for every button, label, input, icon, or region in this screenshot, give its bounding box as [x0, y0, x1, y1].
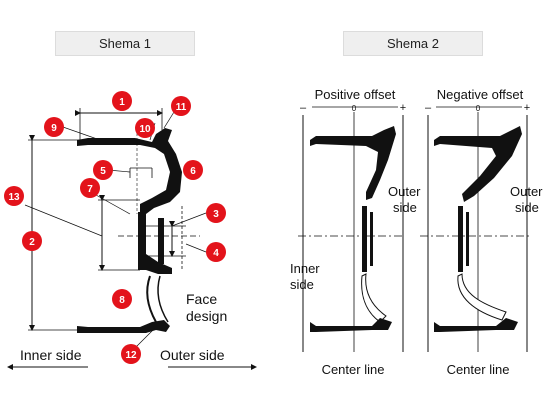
- marker-6: 6: [183, 160, 203, 180]
- svg-text:12: 12: [125, 350, 137, 361]
- svg-text:+: +: [524, 102, 530, 114]
- marker-4: 4: [206, 242, 226, 262]
- svg-text:6: 6: [190, 166, 196, 177]
- svg-text:11: 11: [176, 102, 187, 113]
- outer-side-label-neg-line1: Outer: [510, 184, 543, 199]
- face-design-label-line2: design: [186, 308, 227, 324]
- marker-1: 1: [112, 91, 132, 111]
- outer-side-label-pos-line1: Outer: [388, 184, 421, 199]
- schema-1-wheel-cross-section: [7, 108, 257, 370]
- svg-text:4: 4: [213, 248, 219, 259]
- svg-text:8: 8: [119, 295, 125, 306]
- marker-11: 11: [171, 96, 191, 116]
- negative-offset-label: Negative offset: [437, 87, 524, 102]
- svg-text:–: –: [300, 102, 307, 114]
- outer-side-label: Outer side: [160, 347, 225, 363]
- marker-5: 5: [93, 160, 113, 180]
- marker-9: 9: [44, 117, 64, 137]
- marker-2: 2: [22, 231, 42, 251]
- svg-text:10: 10: [139, 124, 151, 135]
- outer-side-label-neg-line2: side: [515, 200, 539, 215]
- tab-shema-2[interactable]: Shema 2: [343, 31, 483, 56]
- schema-2-positive-offset: Positive offset – 0 + Outer side Inner s…: [290, 87, 421, 377]
- marker-10: 10: [135, 118, 155, 138]
- svg-text:2: 2: [29, 237, 35, 248]
- schema-2-negative-offset: Negative offset – 0 + Outer side Center …: [420, 87, 543, 377]
- face-design-label-line1: Face: [186, 291, 217, 307]
- marker-12: 12: [121, 344, 141, 364]
- svg-text:5: 5: [100, 166, 106, 177]
- tab-shema-1[interactable]: Shema 1: [55, 31, 195, 56]
- inner-side-label-line2: side: [290, 277, 314, 292]
- svg-text:0: 0: [352, 104, 357, 113]
- inner-side-label: Inner side: [20, 347, 82, 363]
- svg-text:13: 13: [8, 192, 20, 203]
- svg-text:1: 1: [119, 97, 125, 108]
- inner-side-label-line1: Inner: [290, 261, 320, 276]
- center-line-label-neg: Center line: [447, 362, 510, 377]
- svg-text:0: 0: [476, 104, 481, 113]
- svg-text:–: –: [425, 102, 432, 114]
- outer-side-label-pos-line2: side: [393, 200, 417, 215]
- marker-8: 8: [112, 289, 132, 309]
- marker-7: 7: [80, 178, 100, 198]
- svg-text:9: 9: [51, 123, 57, 134]
- svg-text:3: 3: [213, 209, 219, 220]
- svg-text:+: +: [400, 102, 406, 114]
- center-line-label-pos: Center line: [322, 362, 385, 377]
- svg-text:7: 7: [87, 184, 93, 195]
- marker-13: 13: [4, 186, 24, 206]
- marker-3: 3: [206, 203, 226, 223]
- positive-offset-label: Positive offset: [315, 87, 396, 102]
